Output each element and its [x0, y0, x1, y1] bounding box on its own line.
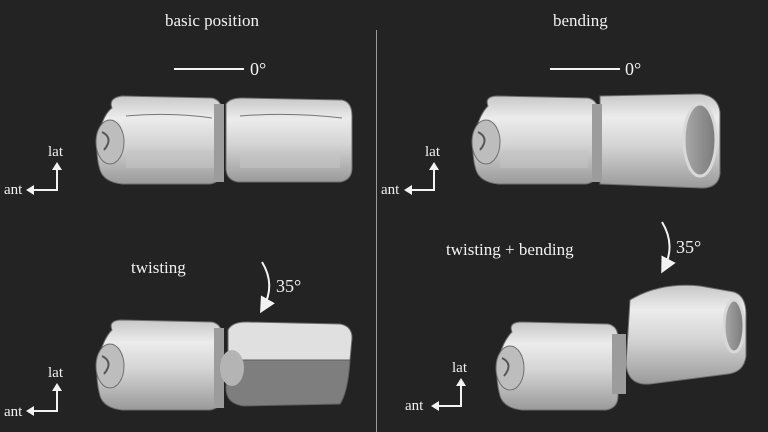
- twisting-ant-label: ant: [4, 404, 23, 420]
- bending-title: bending: [553, 11, 608, 30]
- bending-ant-label: ant: [381, 182, 400, 198]
- basic-position-title: basic position: [165, 11, 259, 30]
- bending-axis-arrows: [404, 162, 439, 195]
- bending-angle-label: 0°: [625, 59, 642, 79]
- twisting-bending-title: twisting + bending: [446, 240, 574, 259]
- twisting-axis-arrows: [26, 383, 62, 416]
- bending-specimen: [471, 93, 721, 189]
- twist-bend-lat-label: lat: [452, 360, 467, 376]
- twisting-angle-label: 35°: [276, 276, 302, 296]
- bending-lat-label: lat: [425, 144, 440, 160]
- basic-ant-label: ant: [4, 182, 23, 198]
- twisting-specimen: [95, 319, 353, 411]
- twisting-rotation-arrow: [260, 261, 275, 314]
- basic-angle-label: 0°: [250, 59, 267, 79]
- panel-divider: [376, 30, 377, 432]
- twist-bend-rotation-arrow: [661, 221, 676, 274]
- twist-bend-specimen: [495, 284, 747, 411]
- basic-lat-label: lat: [48, 144, 63, 160]
- twisting-title: twisting: [131, 258, 186, 277]
- twist-bend-ant-label: ant: [405, 398, 424, 414]
- basic-specimen: [95, 95, 353, 185]
- twist-bend-axis-arrows: [431, 378, 466, 411]
- twisting-lat-label: lat: [48, 365, 63, 381]
- twist-bend-angle-label: 35°: [676, 237, 702, 257]
- basic-axis-arrows: [26, 162, 62, 195]
